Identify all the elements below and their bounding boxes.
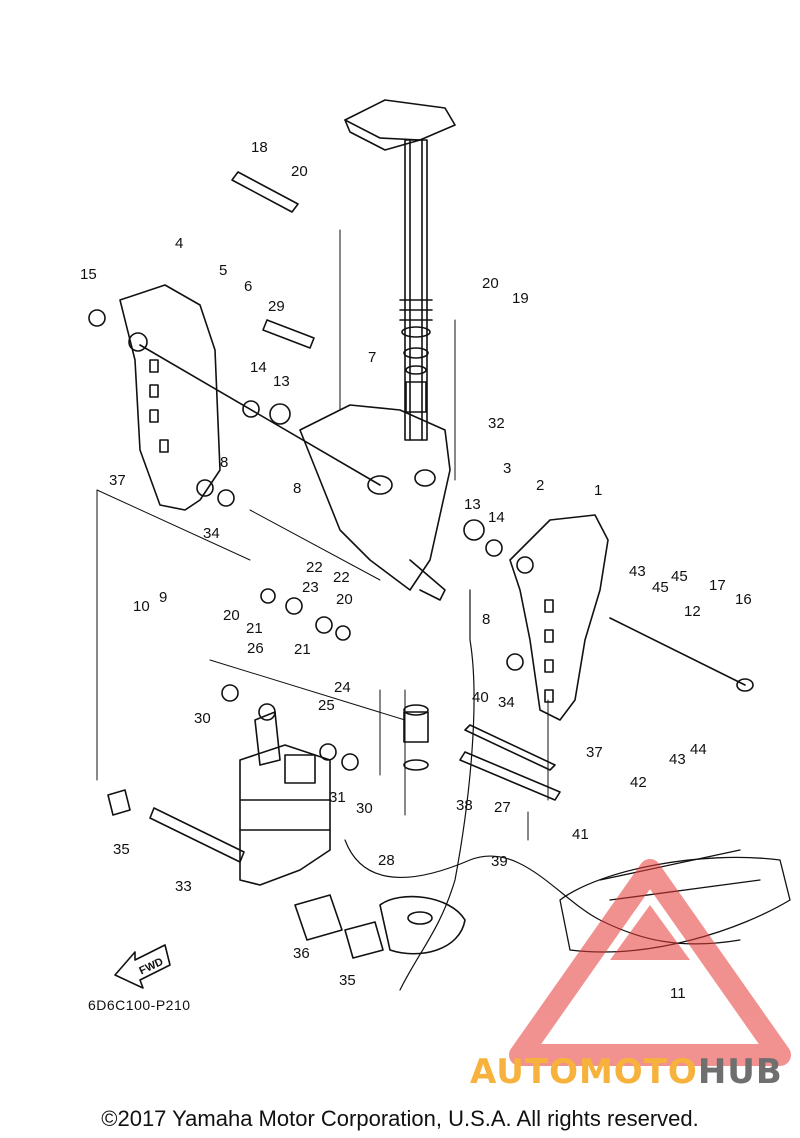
- watermark-text: AUTOMOTOHUB: [470, 1052, 783, 1092]
- callout-12: 12: [684, 603, 701, 620]
- callout-45a: 45: [652, 579, 669, 596]
- callout-37a: 37: [109, 472, 126, 489]
- callout-8b: 8: [293, 480, 301, 497]
- callout-14a: 14: [250, 359, 267, 376]
- pins-and-shafts: [139, 171, 754, 863]
- leader-lines: [96, 229, 549, 841]
- callout-19: 19: [512, 290, 529, 307]
- callout-20a: 20: [291, 163, 308, 180]
- callout-11: 11: [670, 985, 686, 1002]
- callout-7: 7: [368, 349, 376, 366]
- callout-43b: 43: [669, 751, 686, 768]
- callout-18: 18: [251, 139, 268, 156]
- fwd-arrow: FWD: [114, 944, 171, 989]
- callout-15: 15: [80, 266, 97, 283]
- callout-8a: 8: [220, 454, 228, 471]
- swivel-bracket: [299, 404, 451, 601]
- callout-35b: 35: [339, 972, 356, 989]
- parts-diagram: 1 2 3 4 5 6 7 8 8 8 9 10 11 12 13 13 14 …: [80, 99, 791, 1066]
- callout-5: 5: [219, 262, 227, 279]
- callout-34a: 34: [203, 525, 220, 542]
- callout-13a: 13: [273, 373, 290, 390]
- callout-43a: 43: [629, 563, 646, 580]
- callout-4: 4: [175, 235, 183, 252]
- callout-29: 29: [268, 298, 285, 315]
- callout-28: 28: [378, 852, 395, 869]
- callout-14b: 14: [488, 509, 505, 526]
- callout-17: 17: [709, 577, 726, 594]
- callout-34b: 34: [498, 694, 515, 711]
- callout-22a: 22: [306, 559, 323, 576]
- stern-bracket-right: [509, 514, 609, 721]
- callout-40: 40: [472, 689, 489, 706]
- callout-10: 10: [133, 598, 150, 615]
- callout-6: 6: [244, 278, 252, 295]
- callout-21a: 21: [246, 620, 263, 637]
- callout-9: 9: [159, 589, 167, 606]
- callout-27: 27: [494, 799, 511, 816]
- callout-8c: 8: [482, 611, 490, 628]
- callout-23: 23: [302, 579, 319, 596]
- callout-20d: 20: [336, 591, 353, 608]
- callout-20c: 20: [223, 607, 240, 624]
- callout-33: 33: [175, 878, 192, 895]
- part-code: 6D6C100-P210: [88, 997, 191, 1013]
- callout-16: 16: [735, 591, 752, 608]
- callout-24: 24: [334, 679, 351, 696]
- callout-2: 2: [536, 477, 544, 494]
- callout-37b: 37: [586, 744, 603, 761]
- callout-31: 31: [329, 789, 346, 806]
- callout-21b: 21: [294, 641, 311, 658]
- shaft-bushings: [401, 326, 431, 771]
- callout-22b: 22: [333, 569, 350, 586]
- stern-bracket-left: [119, 284, 221, 511]
- trim-sensor-plates: [459, 724, 561, 801]
- watermark-logo: [509, 859, 791, 1066]
- steering-shaft: [344, 99, 456, 441]
- watermark-part1: AUTOMOTO: [470, 1052, 698, 1092]
- callout-1: 1: [594, 482, 602, 499]
- callout-30a: 30: [194, 710, 211, 727]
- callout-38: 38: [456, 797, 473, 814]
- watermark-part2: HUB: [697, 1052, 783, 1092]
- callout-36: 36: [293, 945, 310, 962]
- bushings: [88, 309, 524, 959]
- callout-32: 32: [488, 415, 505, 432]
- callout-labels: 1 2 3 4 5 6 7 8 8 8 9 10 11 12 13 13 14 …: [80, 139, 752, 1002]
- callout-30b: 30: [356, 800, 373, 817]
- callout-45b: 45: [671, 568, 688, 585]
- callout-13b: 13: [464, 496, 481, 513]
- callout-3: 3: [503, 460, 511, 477]
- power-trim-tilt-unit: [239, 703, 331, 886]
- callout-20b: 20: [482, 275, 499, 292]
- callout-39: 39: [491, 853, 508, 870]
- callout-42: 42: [630, 774, 647, 791]
- anode-plate: [379, 895, 466, 955]
- copyright-notice: ©2017 Yamaha Motor Corporation, U.S.A. A…: [101, 1106, 699, 1131]
- callout-44: 44: [690, 741, 707, 758]
- callout-25: 25: [318, 697, 335, 714]
- callout-35a: 35: [113, 841, 130, 858]
- callout-26: 26: [247, 640, 264, 657]
- callout-41: 41: [572, 826, 589, 843]
